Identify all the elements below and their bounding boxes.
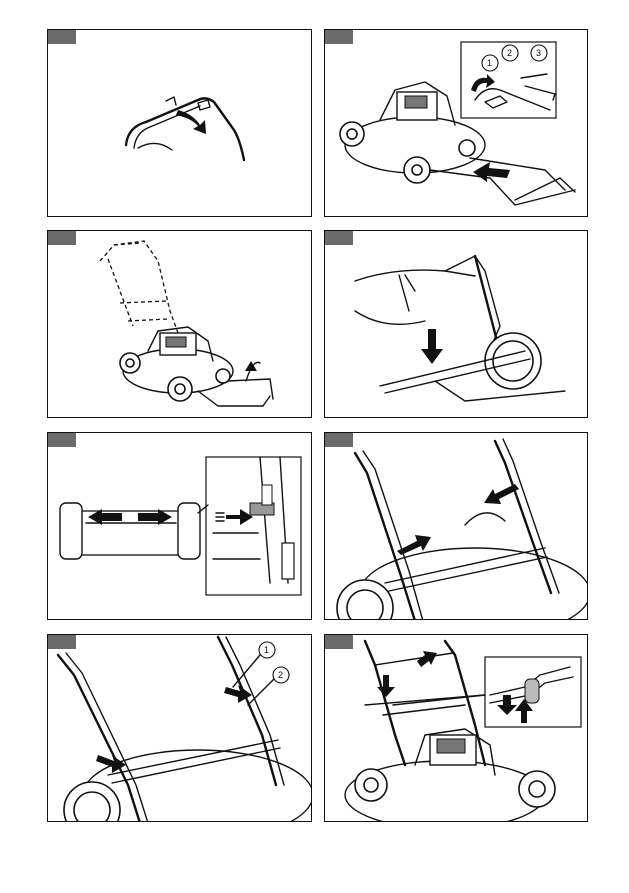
panel-1: [47, 29, 312, 217]
callout-3: 3: [536, 48, 541, 58]
handle-insert-illustration: [325, 433, 588, 620]
handle-detail-illustration: 1 2: [48, 635, 312, 822]
handle-lock-illustration: [325, 635, 588, 822]
handle-lower-illustration: [325, 231, 588, 418]
panel-5: [47, 432, 312, 620]
panel-3: [47, 230, 312, 418]
callout-2: 2: [507, 48, 512, 58]
panel-4: [324, 230, 588, 418]
callout-7-1: 1: [264, 645, 269, 655]
callout-1: 1: [487, 58, 492, 68]
panel-2: 1 2 3: [324, 29, 588, 217]
panel-7: 1 2: [47, 634, 312, 822]
handle-mount-illustration: 1 2 3: [325, 30, 588, 217]
handle-bracket-illustration: [48, 433, 312, 620]
panel-8: [324, 634, 588, 822]
handle-unfold-illustration: [48, 231, 312, 418]
callout-7-2: 2: [278, 670, 283, 680]
panel-6: [324, 432, 588, 620]
handle-fold-illustration: [48, 30, 312, 217]
